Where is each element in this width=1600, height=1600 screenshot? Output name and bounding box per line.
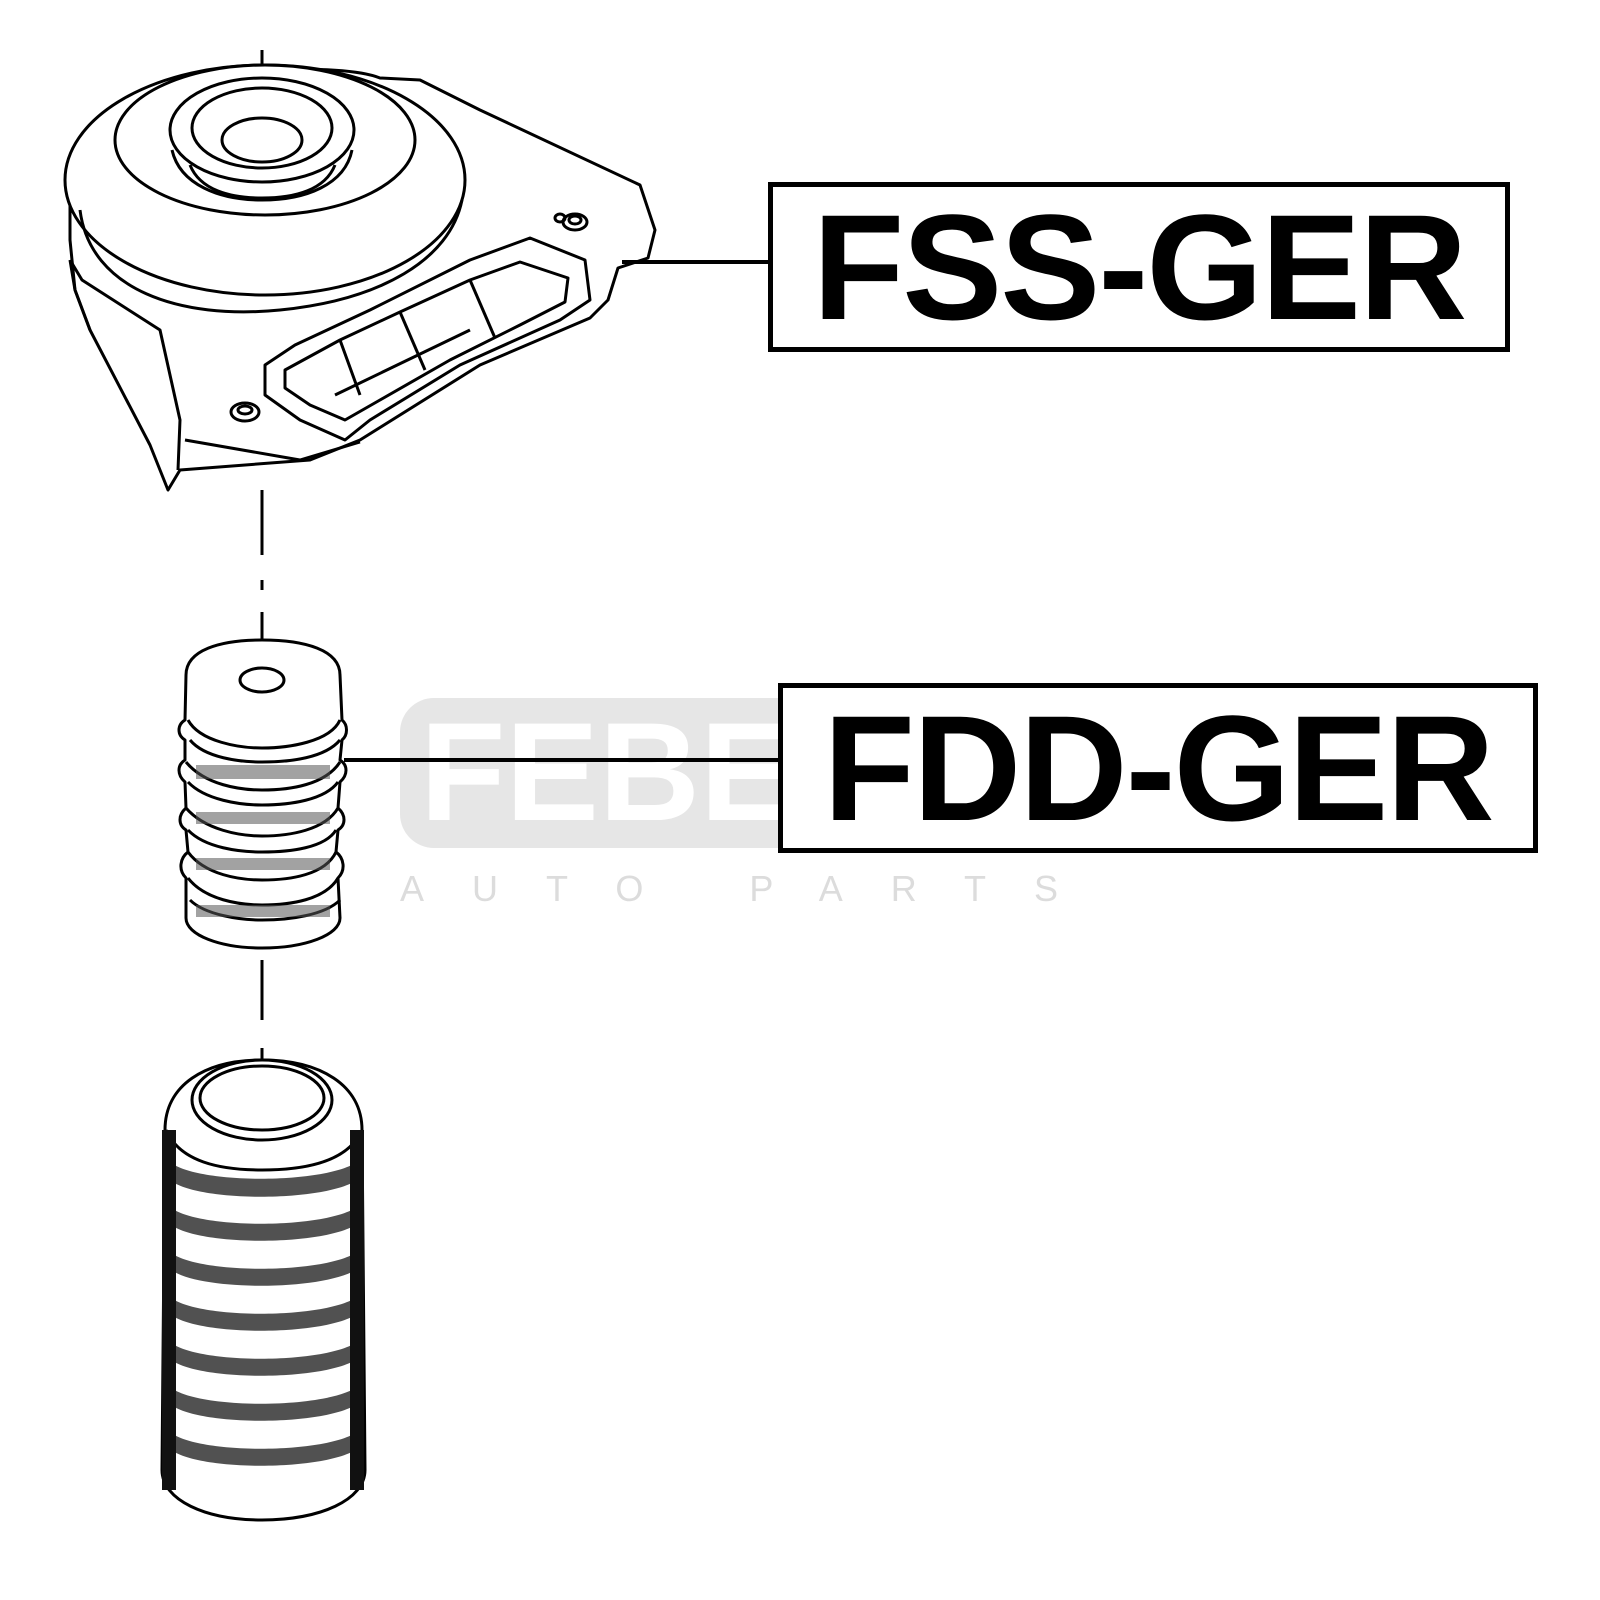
bump-stop-drawing — [177, 638, 348, 950]
dust-boot-drawing — [160, 1058, 367, 1522]
part-number-text: FDD-GER — [823, 684, 1494, 852]
part-label-fss-ger: FSS-GER — [768, 182, 1510, 352]
strut-mount-drawing — [63, 63, 657, 492]
watermark-tagline: AUTO PARTS — [400, 868, 1107, 909]
part-number-text: FSS-GER — [812, 183, 1468, 351]
part-label-fdd-ger: FDD-GER — [778, 683, 1538, 853]
